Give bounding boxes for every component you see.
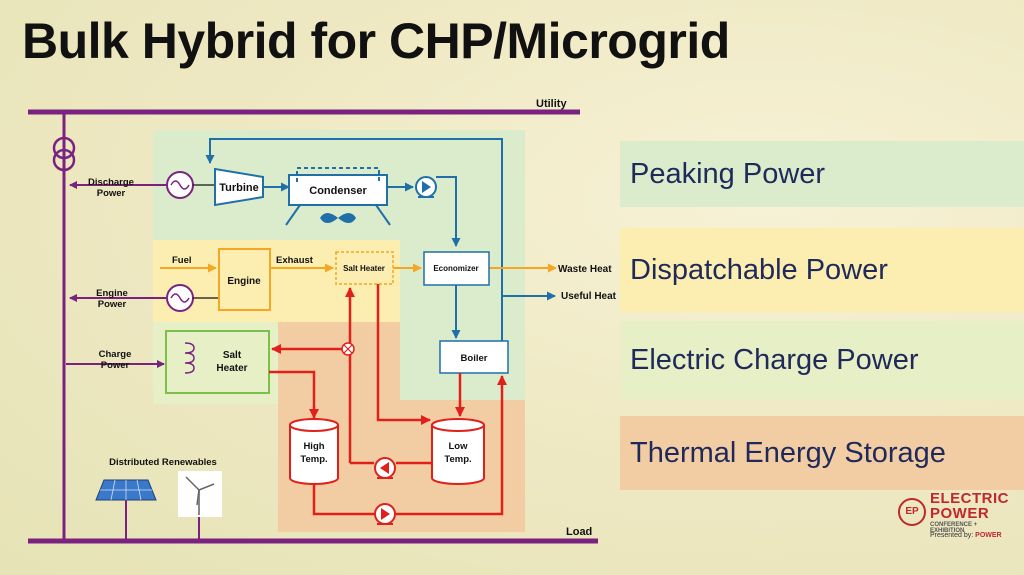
legend-electric-charge-power: Electric Charge Power [620, 321, 1024, 399]
high-temp-tank [289, 418, 339, 485]
pump-icon-condensate [415, 176, 437, 198]
boiler [439, 340, 509, 374]
logo-line-1: ELECTRIC [930, 490, 1009, 507]
page-title: Bulk Hybrid for CHP/Microgrid [22, 13, 730, 69]
solar-panel-icon [95, 479, 157, 541]
fuel-label: Fuel [172, 255, 192, 266]
economizer [423, 251, 490, 286]
low-temp-tank [431, 418, 485, 485]
pump-icon-high-temp [374, 503, 396, 525]
exhaust-label: Exhaust [276, 255, 314, 266]
legend-thermal-energy-storage: Thermal Energy Storage [620, 416, 1024, 490]
legend-dispatchable-power: Dispatchable Power [620, 228, 1024, 312]
logo-line-3: CONFERENCE + EXHIBITION [930, 522, 978, 534]
salt-heater-exhaust [335, 251, 394, 285]
waste-heat-label: Waste Heat [558, 264, 612, 275]
engine [218, 248, 271, 311]
pump-icon-low-temp [374, 457, 396, 479]
condenser-label: Condenser [309, 185, 367, 197]
logo-line-2: POWER [930, 505, 990, 522]
salt-heater-top-label: Salt Heater [343, 264, 385, 273]
useful-heat-label: Useful Heat [561, 291, 617, 302]
turbine [214, 167, 264, 207]
logo-line-4: Presented by: POWER [930, 532, 1002, 539]
generator-icon-turbine [166, 171, 194, 199]
turbine-label: Turbine [219, 182, 259, 194]
transformer-icon [52, 136, 76, 172]
load-label: Load [566, 526, 592, 538]
utility-label: Utility [536, 98, 567, 110]
wind-turbine-icon [178, 471, 222, 541]
valve-icon [341, 342, 355, 356]
condenser [288, 174, 388, 206]
legend-peaking-power: Peaking Power [620, 141, 1024, 207]
economizer-label: Economizer [433, 264, 478, 273]
fan-icon [320, 213, 356, 223]
engine-label: Engine [227, 276, 261, 287]
heater-coil-icon [184, 342, 195, 374]
salt-heater-electric [165, 330, 270, 394]
generator-icon-engine [166, 284, 194, 312]
logo-mark-icon: EP [898, 498, 926, 526]
electric-power-logo: EP ELECTRIC POWER CONFERENCE + EXHIBITIO… [898, 490, 1009, 548]
boiler-label: Boiler [461, 353, 488, 364]
distributed-renewables-label: Distributed Renewables [109, 457, 217, 468]
